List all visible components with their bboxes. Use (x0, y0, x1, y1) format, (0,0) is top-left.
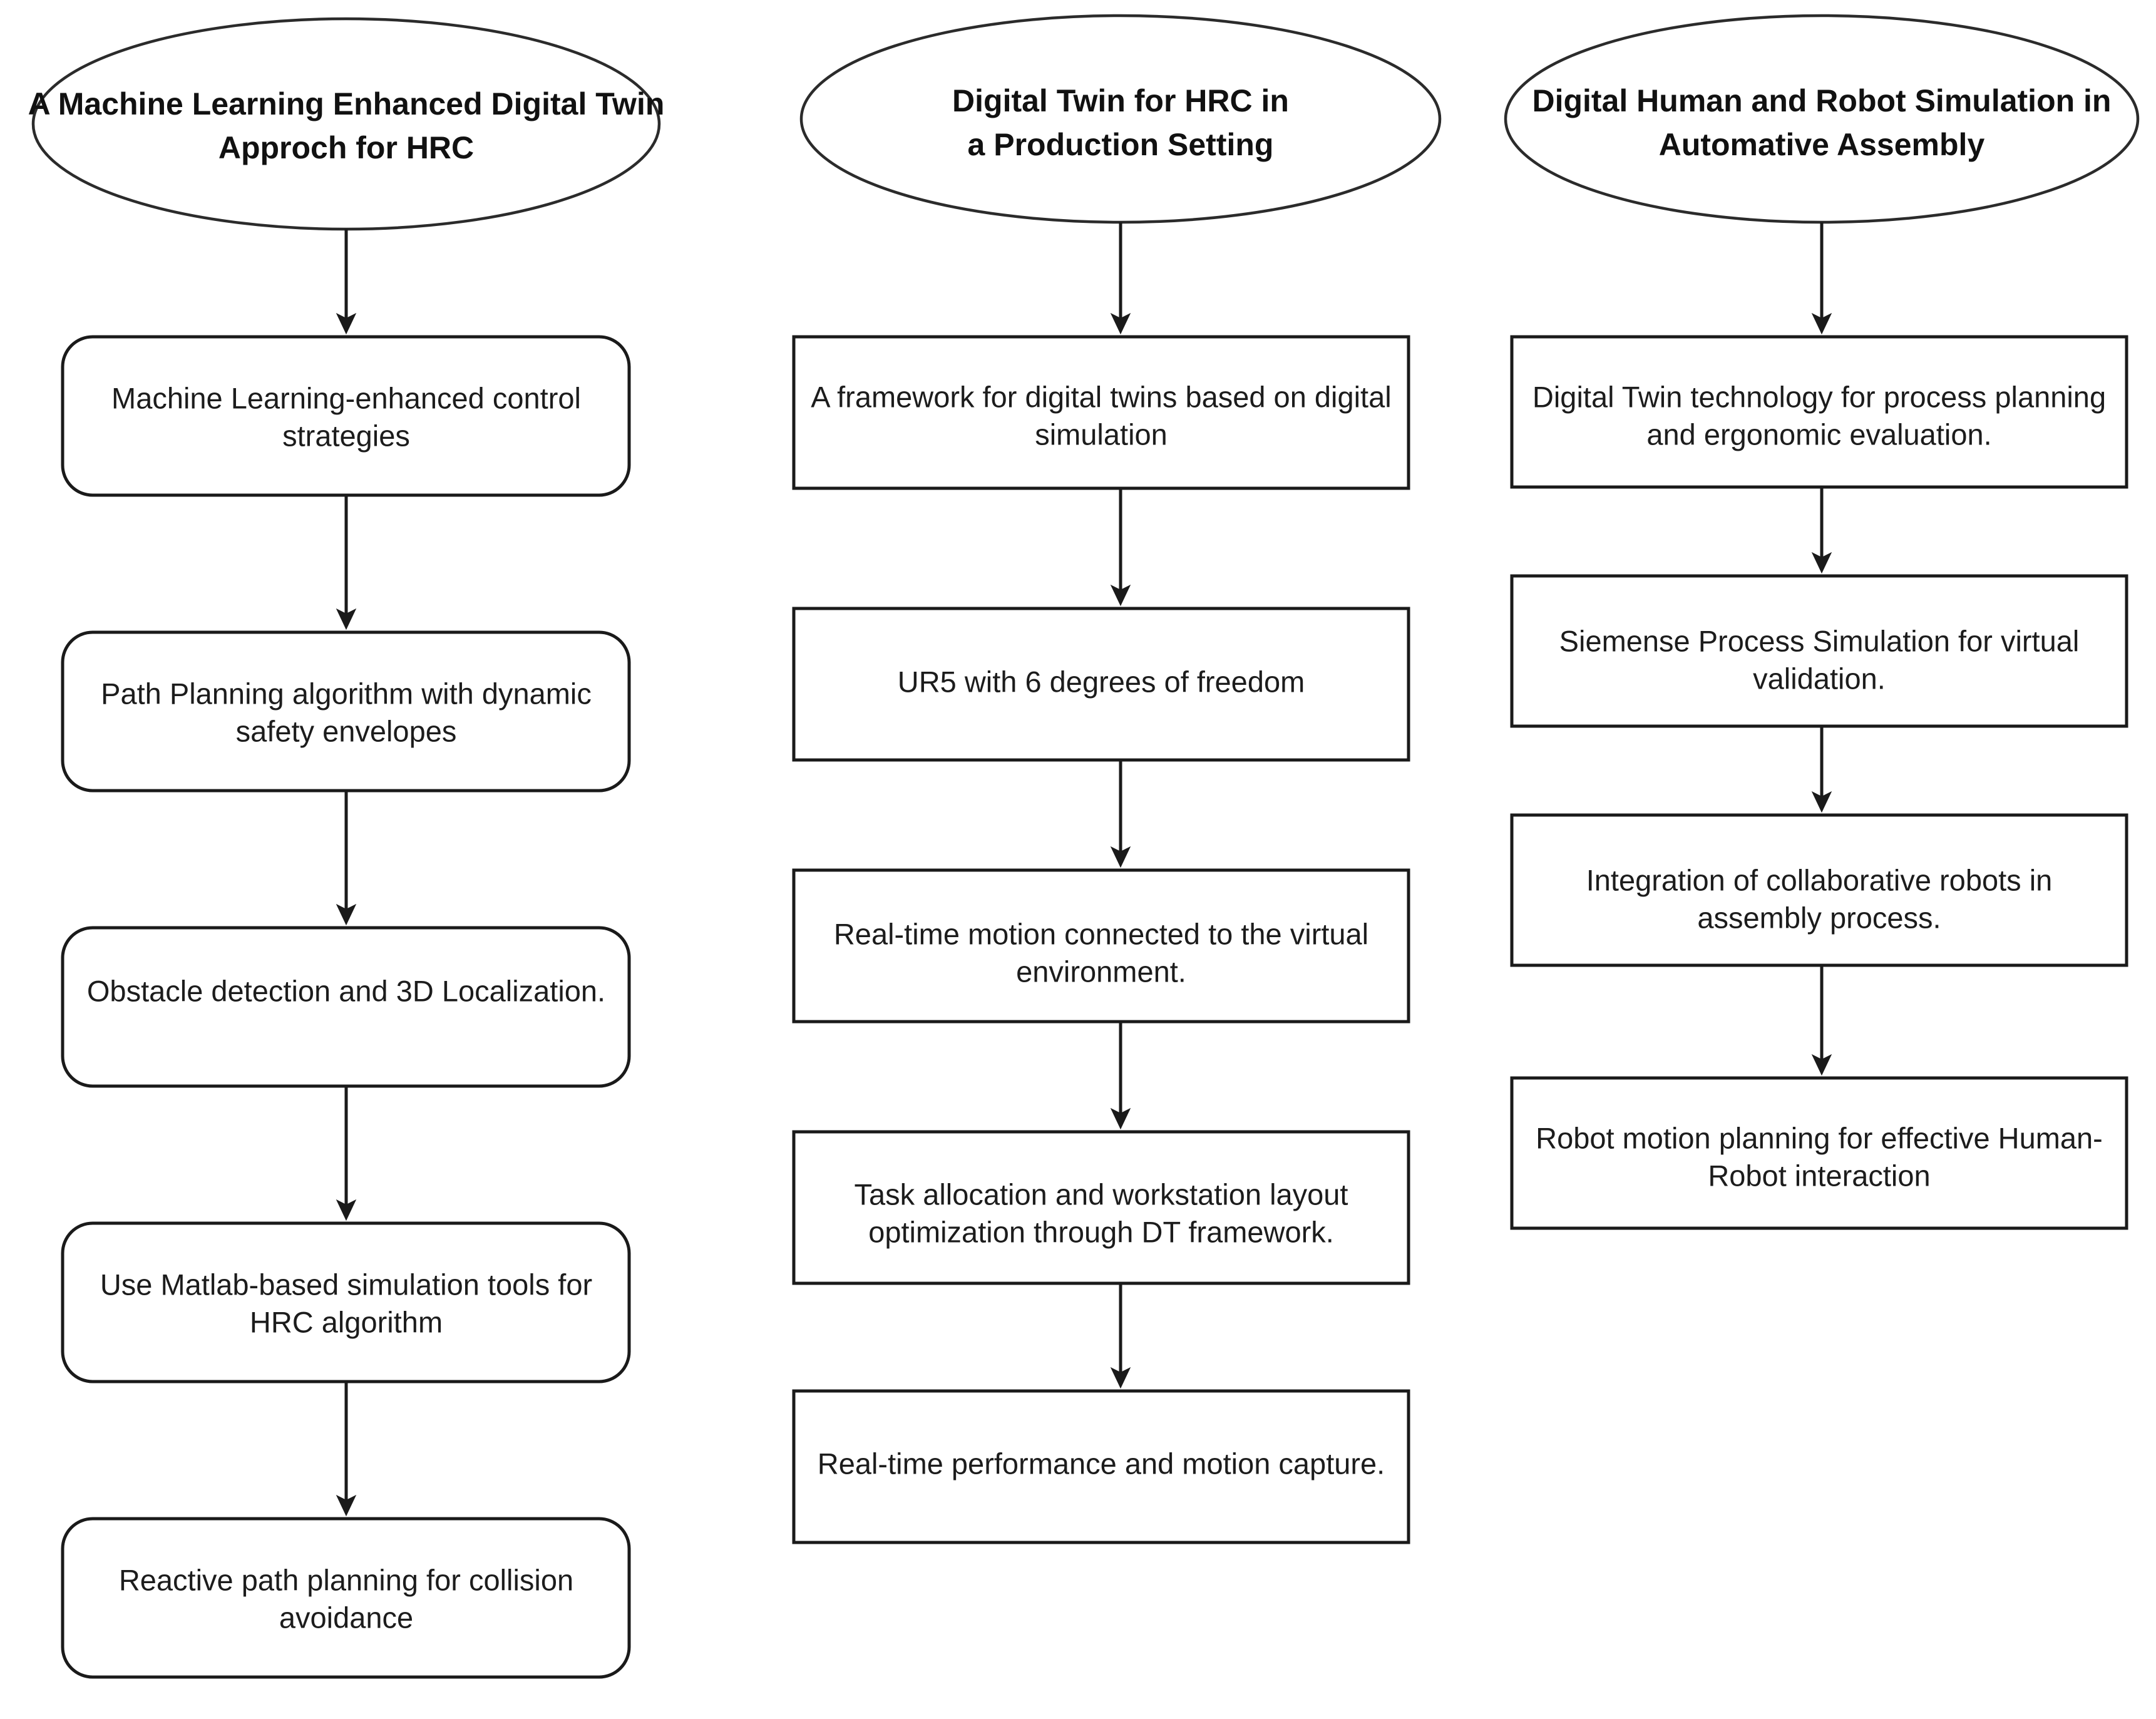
column-1-node-2-line2: safety envelopes (236, 714, 457, 747)
column-2-node-3-line1: Real-time motion connected to the virtua… (834, 917, 1368, 950)
column-1-title-line1: A Machine Learning Enhanced Digital Twin (28, 86, 665, 121)
column-2-node-4-line1: Task allocation and workstation layout (855, 1178, 1348, 1211)
column-1-node-1-line2: strategies (282, 419, 410, 452)
column-2-node-2-line1: UR5 with 6 degrees of freedom (898, 665, 1305, 698)
column-1-node-2-line1: Path Planning algorithm with dynamic (101, 677, 592, 710)
column-1-node-5-line1: Reactive path planning for collision (119, 1563, 573, 1596)
column-1-title-line2: Approch for HRC (218, 130, 474, 165)
column-3-title-line1: Digital Human and Robot Simulation in (1532, 83, 2112, 118)
column-1-node-1-line1: Machine Learning-enhanced control (111, 381, 581, 414)
column-2-node-5-box[interactable] (792, 1389, 1410, 1544)
column-2-node-1-line1: A framework for digital twins based on d… (811, 380, 1391, 413)
column-3-node-1-box[interactable] (1510, 335, 2128, 489)
column-3-group: Digital Human and Robot Simulation in Au… (1504, 14, 2140, 1230)
column-1-node-4-line2: HRC algorithm (250, 1305, 443, 1338)
column-2-node-2-box[interactable] (792, 607, 1410, 762)
column-3-node-1-line1: Digital Twin technology for process plan… (1532, 380, 2106, 413)
column-3-node-2-box[interactable] (1510, 574, 2128, 728)
column-1-node-1-box[interactable] (61, 335, 631, 497)
column-3-title-line2: Automative Assembly (1659, 127, 1985, 162)
column-3-node-2-line2: validation. (1753, 662, 1886, 695)
column-2-title-line2: a Production Setting (968, 127, 1274, 162)
column-1-title-ellipse (31, 17, 661, 231)
column-3-node-4-box[interactable] (1510, 1076, 2128, 1230)
column-3-node-3-box[interactable] (1510, 813, 2128, 967)
column-1-node-2-box[interactable] (61, 630, 631, 793)
column-2-group: Digital Twin for HRC in a Production Set… (792, 14, 1442, 1544)
column-3-node-2-line1: Siemense Process Simulation for virtual (1559, 624, 2080, 657)
column-2-node-4-box[interactable] (792, 1130, 1410, 1285)
column-1-node-3-line1: Obstacle detection and 3D Localization. (87, 974, 605, 1007)
column-1-group: A Machine Learning Enhanced Digital Twin… (28, 17, 665, 1679)
column-2-node-1-line2: simulation (1035, 418, 1168, 451)
column-1-node-4-box[interactable] (61, 1221, 631, 1383)
column-3-node-4-line1: Robot motion planning for effective Huma… (1536, 1121, 2103, 1154)
column-3-node-4-line2: Robot interaction (1708, 1159, 1930, 1192)
column-3-node-3-line2: assembly process. (1697, 901, 1941, 934)
column-1-node-5-box[interactable] (61, 1517, 631, 1679)
column-3-title-ellipse (1504, 14, 2140, 224)
column-2-title-ellipse (799, 14, 1442, 224)
column-2-node-3-line2: environment. (1016, 955, 1186, 988)
column-3-node-1-line2: and ergonomic evaluation. (1646, 418, 1991, 451)
column-2-node-1-box[interactable] (792, 335, 1410, 490)
column-2-node-3-box[interactable] (792, 868, 1410, 1024)
column-1-node-4-line1: Use Matlab-based simulation tools for (100, 1268, 592, 1301)
column-3-node-3-line1: Integration of collaborative robots in (1586, 863, 2053, 896)
column-1-node-5-line2: avoidance (279, 1601, 413, 1634)
column-2-node-5-line1: Real-time performance and motion capture… (818, 1447, 1385, 1480)
column-2-node-4-line2: optimization through DT framework. (868, 1215, 1334, 1248)
column-2-title-line1: Digital Twin for HRC in (952, 83, 1289, 118)
